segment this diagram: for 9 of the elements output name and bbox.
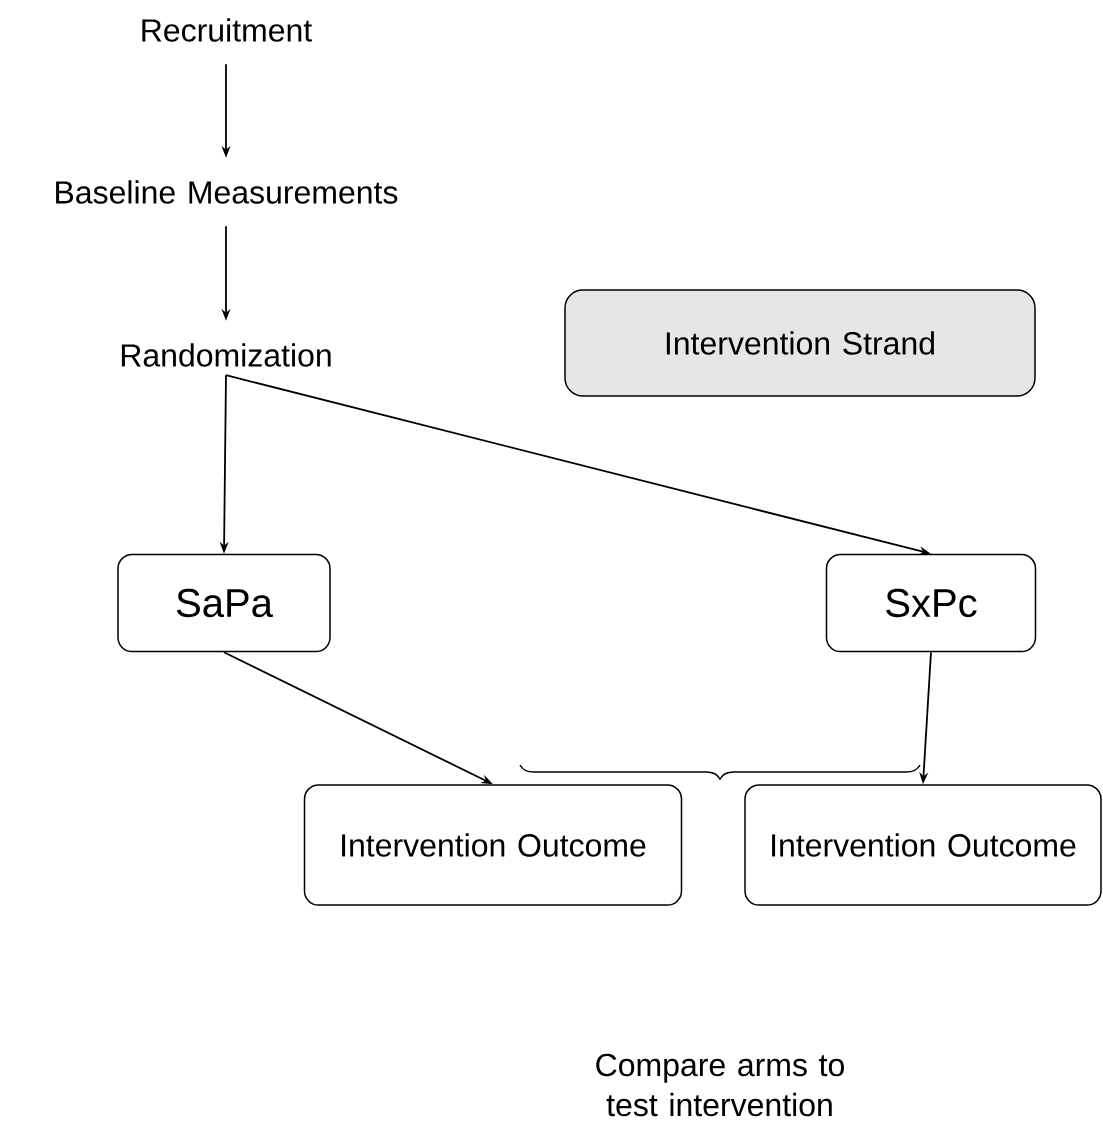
step-label: Recruitment <box>142 18 312 42</box>
arm-box: SxPc <box>825 553 1037 653</box>
legend-box: Intervention Strand <box>564 289 1036 397</box>
note-text: Compare arms to test intervention <box>596 1053 844 1117</box>
arm-box: SaPa <box>117 553 331 653</box>
step-label: Baseline Measurements <box>56 180 398 204</box>
outcome-box: Intervention Outcome <box>744 784 1102 906</box>
step-label: Randomization <box>121 343 331 367</box>
outcome-box: Intervention Outcome <box>303 784 683 906</box>
